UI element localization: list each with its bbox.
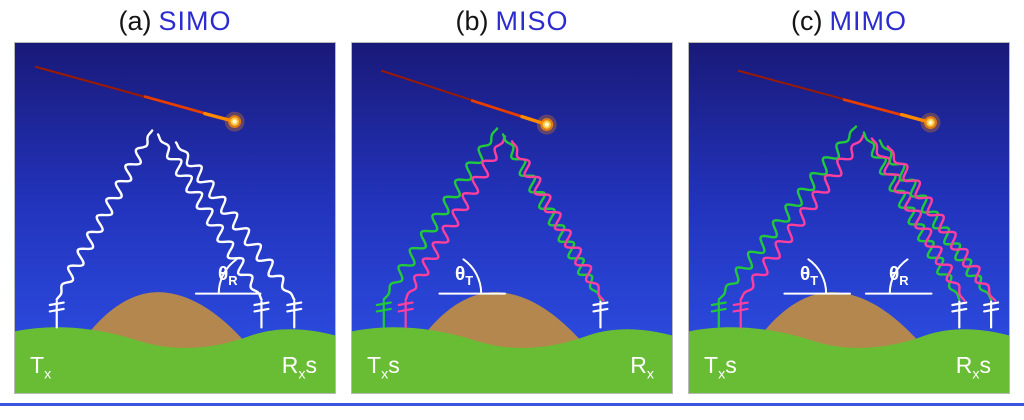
signal-wave-green (862, 131, 961, 301)
tx-antenna-green (710, 300, 727, 329)
meteor (34, 65, 245, 132)
meteor-core (544, 122, 549, 127)
rx-antenna-2 (983, 300, 1000, 329)
rx-antenna (592, 300, 609, 329)
panel-b-name: MISO (495, 6, 569, 36)
rx-antenna-1 (253, 300, 270, 329)
theta-r-label: θR (218, 264, 238, 288)
tx-antenna-green (375, 300, 392, 329)
panel-simo: Tx Rxs θR (14, 42, 336, 394)
bottom-rule (0, 403, 1024, 406)
panel-c-index: (c) (791, 6, 823, 36)
signal-wave-pink (870, 137, 966, 302)
rxs-label: Rxs (955, 352, 991, 383)
ground (352, 327, 672, 393)
panel-b-index: (b) (455, 6, 489, 36)
panel-b-title: (b)MISO (351, 6, 673, 37)
angle-wedge-theta-t (783, 258, 851, 295)
angle-wedge-theta-t (438, 258, 507, 295)
signal-wave-white (174, 141, 296, 301)
signal-wave-pink (739, 133, 866, 301)
signal-wave-pink (510, 140, 605, 302)
signal-waves (382, 127, 605, 302)
signal-wave-white (156, 133, 263, 301)
panel-c-title: (c)MIMO (688, 6, 1010, 37)
panels-row: Tx Rxs θR (0, 42, 1024, 394)
angle-wedge-theta-r (864, 258, 933, 295)
wedge-arc (888, 258, 909, 295)
rx-antenna-1 (951, 300, 968, 329)
ground (15, 327, 335, 393)
tx-antenna-pink (732, 300, 749, 329)
panel-c-name: MIMO (829, 6, 907, 36)
panel-a-title: (a)SIMO (14, 6, 336, 37)
mimo-scene (689, 69, 1009, 393)
signal-wave-white (55, 129, 154, 301)
txs-label: Txs (367, 352, 400, 383)
rxs-label: Rxs (281, 352, 317, 383)
txs-label: Txs (704, 352, 737, 383)
signal-wave-green (382, 127, 499, 301)
theta-t-label: θT (800, 264, 819, 288)
theta-t-label: θT (455, 264, 474, 288)
signal-wave-pink (404, 135, 507, 301)
angle-wedge-theta-r (194, 258, 262, 295)
panel-a-index: (a) (118, 6, 152, 36)
panel-miso: Txs Rx θT (351, 42, 673, 394)
wedge-arc (217, 258, 238, 295)
wedge-arc (807, 258, 828, 295)
titles-row: (a)SIMO (b)MISO (c)MIMO (0, 0, 1024, 42)
meteor (737, 69, 941, 133)
tx-label: Tx (30, 352, 52, 383)
tx-antenna-pink (397, 300, 414, 329)
signal-waves (55, 129, 296, 301)
simo-scene (15, 65, 335, 393)
rx-antenna-2 (286, 300, 303, 329)
meteor (380, 69, 557, 135)
rx-label: Rx (630, 352, 654, 383)
panel-a-name: SIMO (158, 6, 232, 36)
signal-waves (717, 125, 997, 302)
ground (689, 327, 1009, 393)
tx-antenna (48, 300, 65, 329)
wedge-arc (462, 258, 483, 295)
meteor-core (928, 120, 933, 125)
signal-wave-green (717, 125, 858, 301)
signal-wave-green (501, 133, 602, 301)
meteor-core (232, 119, 237, 124)
panel-mimo: Txs Rxs θT θR (688, 42, 1010, 394)
theta-r-label: θR (889, 264, 909, 288)
miso-scene (352, 69, 672, 393)
signal-wave-pink (886, 145, 997, 302)
